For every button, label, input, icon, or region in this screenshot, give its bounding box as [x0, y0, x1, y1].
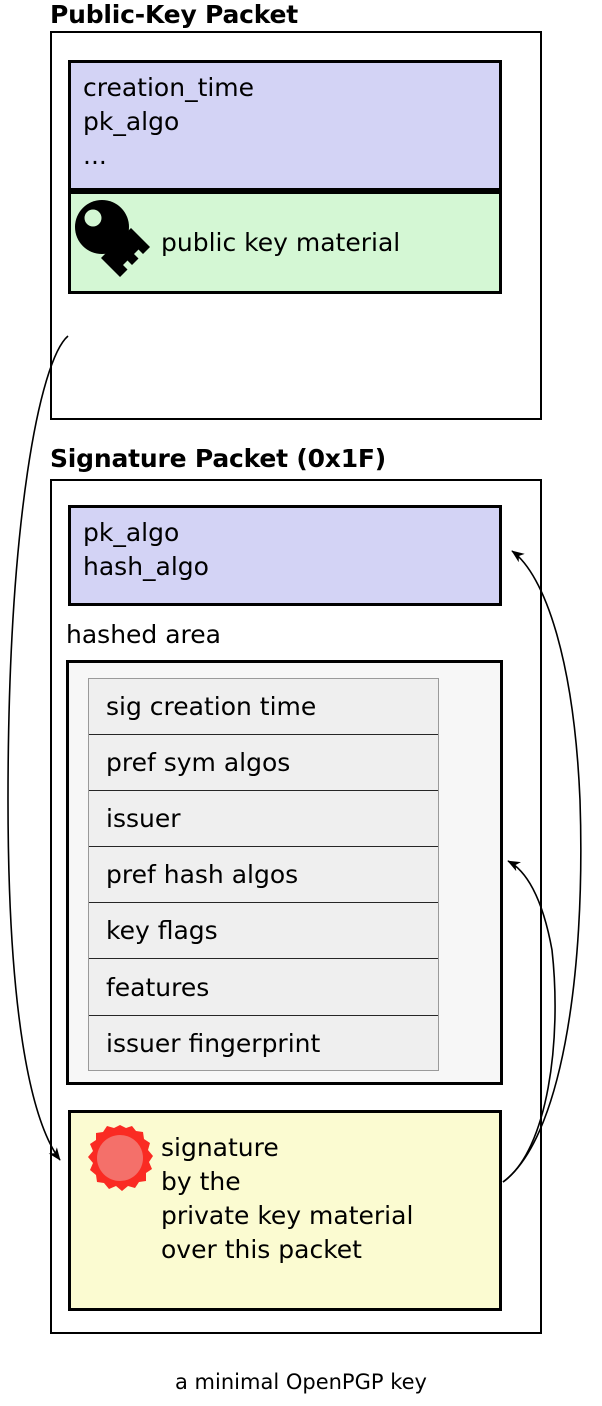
wax-seal-icon [82, 1123, 158, 1199]
signature-value-text: signature by the private key material ov… [161, 1133, 414, 1264]
subpacket-row: issuer [89, 791, 438, 848]
public-key-material-label: public key material [161, 228, 401, 257]
subpacket-row: pref sym algos [89, 735, 438, 792]
subpacket-row: issuer fingerprint [106, 1029, 321, 1059]
subpacket-row: features [89, 959, 438, 1016]
public-key-material-field: public key material [68, 191, 502, 294]
signature-algos-field: pk_algo hash_algo [68, 505, 502, 606]
signature-algos-text: pk_algo hash_algo [83, 518, 209, 581]
public-key-packet-title: Public-Key Packet [50, 0, 299, 29]
public-key-meta-text: creation_time pk_algo ... [83, 73, 255, 170]
hashed-area-label: hashed area [66, 620, 221, 649]
diagram-caption: a minimal OpenPGP key [175, 1370, 427, 1394]
subpacket-row: sig creation time [89, 679, 438, 736]
subpacket-row: key flags [89, 903, 438, 960]
subpacket-list: sig creation time pref sym algos issuer … [88, 678, 439, 1071]
signature-packet-title: Signature Packet (0x1F) [50, 444, 387, 473]
key-icon [74, 199, 152, 287]
public-key-meta-field: creation_time pk_algo ... [68, 60, 502, 191]
subpacket-row: pref hash algos [89, 847, 438, 904]
